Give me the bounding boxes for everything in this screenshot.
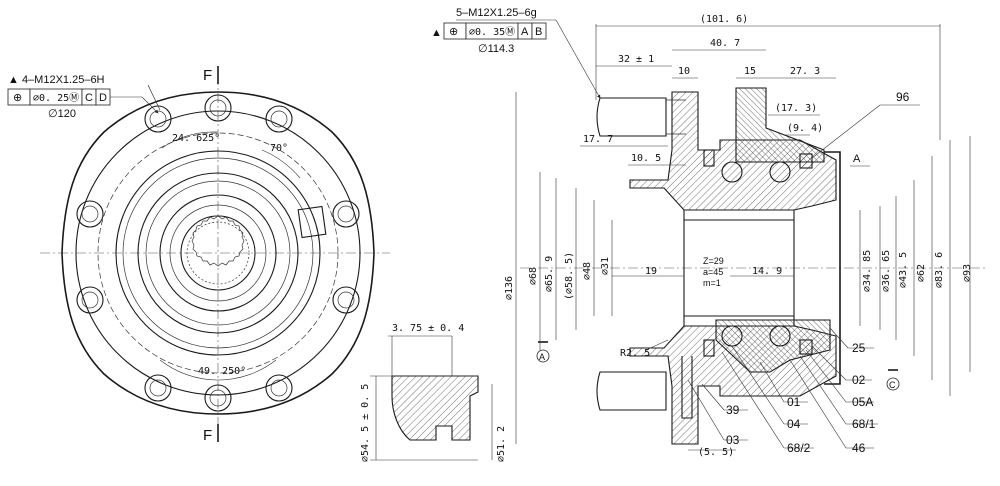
detail-width-dim: 3. 75 ± 0. 4 bbox=[392, 323, 464, 334]
spline-m: m=1 bbox=[703, 278, 721, 288]
dim-32: 32 ± 1 bbox=[618, 54, 654, 65]
triangle-marker-icon: ▲ bbox=[431, 27, 442, 39]
part-03: 03 bbox=[726, 433, 740, 447]
bolt-holes bbox=[76, 94, 360, 412]
left-thread-spec: ▲ 4–M12X1.25–6H bbox=[8, 74, 105, 86]
dia-83-6: ∅83. 6 bbox=[934, 252, 945, 288]
dia-93: ∅93 bbox=[962, 264, 973, 282]
part-01: 01 bbox=[787, 395, 801, 409]
part-02: 02 bbox=[852, 373, 866, 387]
part-number-leaders: 96 25 02 05A 68/1 46 68/2 04 01 39 03 bbox=[687, 90, 920, 455]
dim-10-5: 10. 5 bbox=[631, 153, 661, 164]
datum-c-circle: C bbox=[889, 380, 896, 390]
part-68-1: 68/1 bbox=[852, 417, 876, 431]
right-diameter-dims: ∅34. 85 ∅36. 65 ∅43. 5 ∅62 ∅83. 6 ∅93 bbox=[859, 136, 973, 396]
front-view: 24. 625° 70° 49. 250° F F bbox=[40, 66, 390, 444]
section-mark-f-top: F bbox=[203, 67, 212, 84]
left-basic-dia: ∅120 bbox=[48, 108, 76, 120]
left-datum-c: C bbox=[85, 92, 93, 104]
dia-65-9: ∅65. 9 bbox=[544, 256, 555, 292]
dim-5-5: (5. 5) bbox=[698, 447, 734, 458]
dim-27-3: 27. 3 bbox=[790, 66, 820, 77]
dia-34-85: ∅34. 85 bbox=[862, 250, 873, 292]
part-04: 04 bbox=[787, 417, 801, 431]
part-05a: 05A bbox=[852, 395, 873, 409]
dim-9-4: (9. 4) bbox=[787, 123, 823, 134]
right-datum-a: A bbox=[521, 26, 529, 38]
position-symbol-icon-right: ⊕ bbox=[449, 26, 458, 38]
dia-48: ∅48 bbox=[582, 262, 593, 280]
right-basic-dia: ∅114.3 bbox=[478, 43, 514, 55]
part-25: 25 bbox=[852, 341, 866, 355]
part-68-2: 68/2 bbox=[787, 441, 811, 455]
right-thread-callout: 5–M12X1.25–6g ▲ ⊕ ∅0. 35Ⓜ A B ∅114.3 bbox=[431, 7, 601, 99]
dia-136: ∅136 bbox=[504, 276, 515, 300]
part-39: 39 bbox=[726, 403, 740, 417]
angle-49-250: 49. 250° bbox=[198, 366, 246, 377]
dia-36-65: ∅36. 65 bbox=[881, 250, 892, 292]
position-symbol-icon: ⊕ bbox=[13, 92, 22, 104]
dim-17-7: 17. 7 bbox=[583, 134, 613, 145]
datum-a-flag: A bbox=[853, 153, 861, 165]
dim-10: 10 bbox=[678, 66, 690, 77]
left-thread-callout: ▲ 4–M12X1.25–6H ⊕ ∅0. 25Ⓜ C D ∅120 bbox=[7, 74, 159, 120]
dim-19: 19 bbox=[645, 266, 657, 277]
spline-a: a=45 bbox=[703, 267, 723, 277]
dim-40-7: 40. 7 bbox=[710, 38, 740, 49]
dia-43-5: ∅43. 5 bbox=[898, 252, 909, 288]
dim-15: 15 bbox=[744, 66, 756, 77]
angle-70: 70° bbox=[270, 143, 288, 154]
section-view: (101. 6) 40. 7 32 ± 1 10 15 27. 3 (17. 3… bbox=[504, 14, 985, 458]
right-datum-b: B bbox=[535, 26, 542, 38]
dim-overall: (101. 6) bbox=[700, 14, 748, 25]
left-tolerance: ∅0. 25Ⓜ bbox=[33, 92, 79, 104]
right-thread-spec: 5–M12X1.25–6g bbox=[456, 7, 537, 19]
angle-24-625: 24. 625° bbox=[172, 133, 220, 144]
left-datum-d: D bbox=[99, 92, 107, 104]
right-tolerance: ∅0. 35Ⓜ bbox=[469, 26, 515, 38]
left-diameter-dims: ∅136 ∅68 ∅65. 9 (∅58. 5) ∅48 ∅31 bbox=[504, 92, 613, 444]
dim-14-9: 14. 9 bbox=[752, 266, 782, 277]
dim-17-3: (17. 3) bbox=[775, 103, 817, 114]
spline-z: Z=29 bbox=[703, 256, 724, 266]
dia-31: ∅31 bbox=[600, 257, 611, 275]
detail-inner-dia: ∅51. 2 bbox=[496, 426, 507, 462]
dia-68: ∅68 bbox=[528, 267, 539, 285]
part-46: 46 bbox=[852, 441, 866, 455]
part-96: 96 bbox=[896, 90, 910, 104]
detail-outer-dia: ∅54. 5 ± 0. 5 bbox=[360, 384, 371, 462]
radius-r2-5: R2. 5 bbox=[620, 348, 650, 359]
detail-view: 3. 75 ± 0. 4 ∅54. 5 ± 0. 5 ∅51. 2 bbox=[360, 323, 507, 462]
section-mark-f-bottom: F bbox=[203, 427, 212, 444]
dia-62: ∅62 bbox=[916, 264, 927, 282]
dia-58-5: (∅58. 5) bbox=[564, 252, 575, 300]
datum-a-circle: A bbox=[539, 352, 545, 362]
